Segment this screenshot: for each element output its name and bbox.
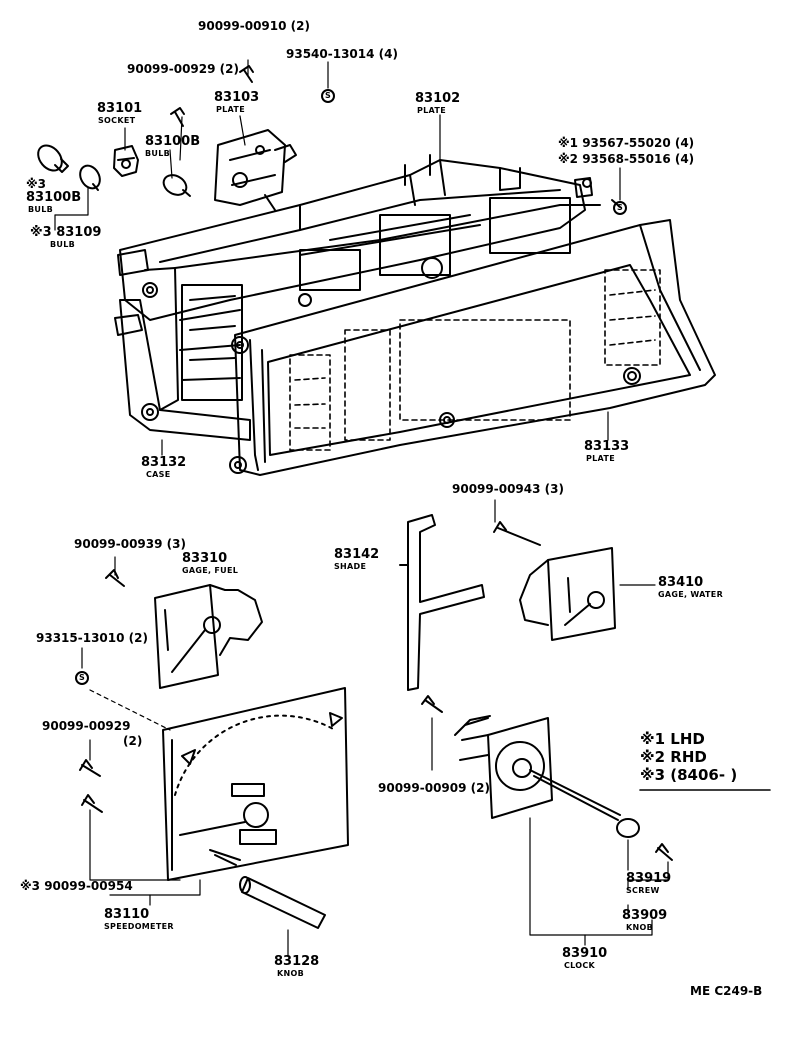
legend-mark: ※1 — [640, 730, 666, 748]
label-83102-sub: PLATE — [417, 106, 446, 115]
label-83919: 83919 — [626, 871, 672, 886]
label-83101: 83101 — [97, 101, 143, 116]
reference-code: ME C249-B — [690, 984, 763, 998]
label-83909: 83909 — [622, 908, 668, 923]
stamp-letter-left: S — [79, 673, 86, 682]
label-83133-sub: PLATE — [586, 454, 615, 463]
instrument-cluster-assembly — [114, 154, 716, 476]
label-90099-00954: ※3 90099-00954 — [20, 879, 133, 893]
label-83310: 83310 — [182, 551, 228, 566]
label-83910: 83910 — [562, 946, 608, 961]
legend-text: RHD — [670, 748, 707, 766]
stamp-letter-right: S — [617, 203, 624, 212]
label-83128: 83128 — [274, 954, 320, 969]
label-90099-00929-mid: 90099-00929 — [42, 719, 131, 733]
label-93567-55020: ※1 93567-55020 (4) — [558, 136, 695, 150]
legend-mark: ※3 — [640, 766, 666, 784]
label-83919-sub: SCREW — [626, 886, 660, 895]
legend-text: LHD — [670, 730, 705, 748]
label-83132-sub: CASE — [146, 470, 171, 479]
legend-mark: ※2 — [640, 748, 666, 766]
label-83101-sub: SOCKET — [98, 116, 136, 125]
stamp-circle-right — [613, 201, 627, 215]
label-83100b-left-mark: ※3 — [26, 177, 47, 191]
label-83103: 83103 — [214, 90, 260, 105]
label-83128-sub: KNOB — [277, 969, 304, 978]
legend-text: (8406- ) — [670, 766, 738, 784]
label-83410: 83410 — [658, 575, 704, 590]
label-83133: 83133 — [584, 439, 630, 454]
label-93540-13014: 93540-13014 (4) — [286, 47, 398, 61]
label-83909-sub: KNOB — [626, 923, 653, 932]
leader-lines-top — [54, 59, 621, 456]
label-93568-55016: ※2 93568-55016 (4) — [558, 152, 695, 166]
label-83109-sub: BULB — [50, 240, 75, 249]
label-90099-00943: 90099-00943 (3) — [452, 482, 564, 496]
label-83910-sub: CLOCK — [564, 961, 596, 970]
label-83100b-center-sub: BULB — [145, 149, 170, 158]
label-83103-sub: PLATE — [216, 105, 245, 114]
label-83142-sub: SHADE — [334, 562, 367, 571]
label-83110: 83110 — [104, 907, 150, 922]
legend-row-rhd: ※2 RHD — [640, 750, 707, 765]
label-83410-sub: GAGE, WATER — [658, 590, 724, 599]
legend-row-lhd: ※1 LHD — [640, 732, 705, 747]
label-83110-sub: SPEEDOMETER — [104, 922, 174, 931]
label-83100b-left: 83100B — [26, 190, 82, 205]
label-83102: 83102 — [415, 91, 461, 106]
label-90099-00910: 90099-00910 (2) — [198, 19, 310, 33]
label-83100b-center: 83100B — [145, 134, 201, 149]
speedometer — [79, 687, 349, 929]
label-83109: ※3 83109 — [30, 225, 102, 240]
label-93315-13010: 93315-13010 (2) — [36, 631, 148, 645]
label-90099-00909: 90099-00909 (2) — [378, 781, 490, 795]
stamp-letter-top: S — [325, 91, 332, 100]
label-83142: 83142 — [334, 547, 380, 562]
leader-lines-lower-left — [81, 556, 289, 956]
label-83310-sub: GAGE, FUEL — [182, 566, 239, 575]
label-90099-00939: 90099-00939 (3) — [74, 537, 186, 551]
water-gage — [493, 499, 656, 641]
clock — [421, 695, 673, 861]
label-90099-00929-top: 90099-00929 (2) — [127, 62, 239, 76]
label-83132: 83132 — [141, 455, 187, 470]
stamp-circle-top — [321, 89, 335, 103]
shade — [399, 514, 485, 691]
label-83100b-left-sub: BULB — [28, 205, 53, 214]
bulb-and-socket-parts — [37, 65, 621, 211]
fuel-gage — [105, 569, 263, 689]
stamp-circle-left — [75, 671, 89, 685]
leader-lines-lower-right — [431, 717, 771, 946]
legend-row-date: ※3 (8406- ) — [640, 768, 737, 783]
label-90099-00929-mid-qty: (2) — [123, 734, 143, 748]
